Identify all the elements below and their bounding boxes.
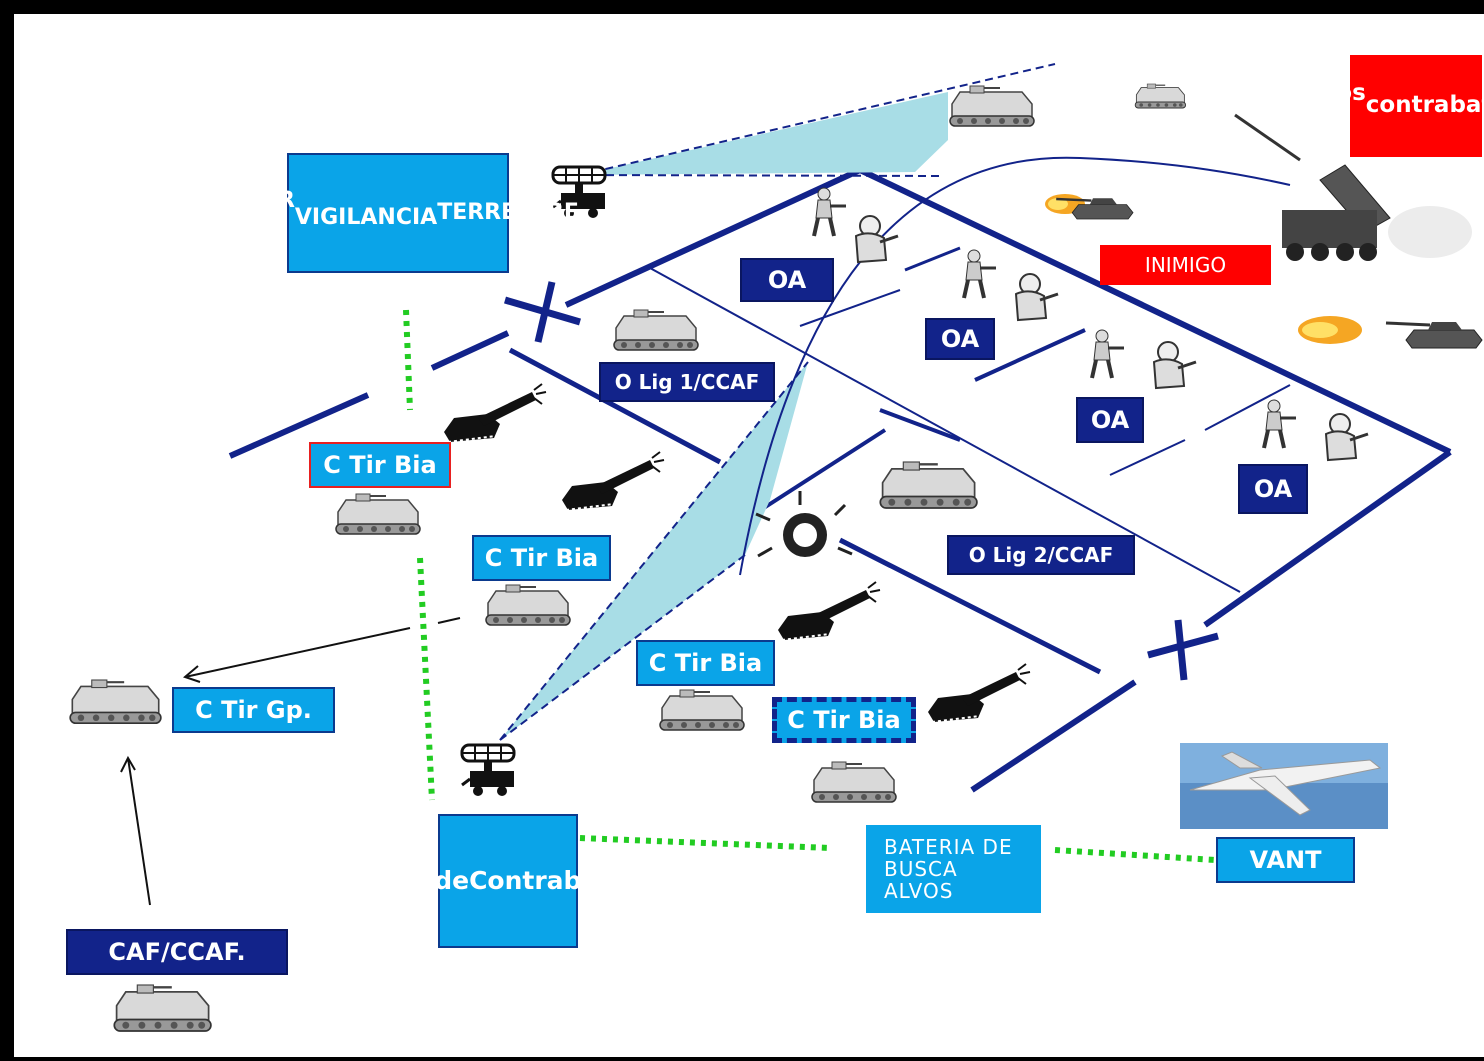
battery-fdc-label: C Tir Bia <box>309 442 451 488</box>
howitzer-icon <box>777 581 881 641</box>
howitzer-icon <box>443 383 547 443</box>
boundary-line <box>228 392 370 459</box>
sector-line <box>974 328 1086 382</box>
sector-line <box>649 267 1241 593</box>
sector-line <box>879 408 961 442</box>
label-line: RADAR DE <box>208 187 295 237</box>
arrow-head <box>182 665 201 683</box>
boundary-x-mark <box>1174 619 1188 681</box>
radar-icon <box>460 743 516 798</box>
sector-line <box>1109 439 1186 476</box>
apc-icon <box>1134 83 1187 109</box>
tank-icon <box>1384 320 1484 350</box>
arrow-line <box>437 617 461 624</box>
observer-label: OA <box>1238 464 1308 514</box>
counterbattery-fire-label: Fogos de contraba teria <box>1289 55 1484 157</box>
label-line: Fogos de <box>1289 79 1366 131</box>
apc-icon <box>335 493 421 535</box>
label-line: contraba <box>1365 92 1482 119</box>
label-line: BATERIA DE <box>884 835 1013 859</box>
radar-coverage-edge <box>579 174 941 177</box>
apc-icon <box>949 85 1035 127</box>
rocket-launcher-icon <box>1234 113 1472 261</box>
label-line: BUSCA <box>884 857 958 881</box>
target-acquisition-battery-label: BATERIA DE BUSCA ALVOS <box>866 825 1041 913</box>
label-line: teria <box>1481 93 1484 119</box>
boundary-line <box>430 330 510 371</box>
caf-ccaf-label: CAF/CCAF. <box>66 929 288 975</box>
observer-label: OA <box>1076 397 1144 443</box>
liaison-officer-1-label: O Lig 1/CCAF <box>599 362 775 402</box>
apc-icon <box>113 983 213 1033</box>
phase-line <box>838 537 1102 675</box>
label-line: ateria <box>581 866 665 896</box>
enemy-label: INIMIGO <box>1100 245 1271 285</box>
apc-icon <box>659 689 745 731</box>
label-line: ALVOS <box>884 879 954 903</box>
arrow-line <box>184 627 411 678</box>
boundary-line <box>970 679 1137 793</box>
surveillance-radar-label: RADAR DE VIGILANCIA TERRESTRE. <box>209 153 587 273</box>
howitzer-icon <box>561 451 665 511</box>
soldier-icon <box>1152 340 1198 390</box>
explosion-icon <box>755 491 853 558</box>
communication-links <box>403 309 1216 863</box>
comm-link <box>417 557 435 801</box>
soldier-icon <box>854 214 900 264</box>
comm-link <box>1054 847 1216 863</box>
comm-link <box>403 309 413 411</box>
label-line: de <box>434 866 470 896</box>
comm-link <box>579 835 831 851</box>
sector-line <box>743 428 887 522</box>
arrow-head <box>120 755 136 773</box>
observer-label: OA <box>925 318 995 360</box>
howitzer-icon <box>927 663 1031 723</box>
soldier-icon <box>962 248 998 300</box>
apc-icon <box>811 761 897 803</box>
observer-label: OA <box>740 258 834 302</box>
arrow-line <box>127 757 151 906</box>
battery-fdc-label: C Tir Bia <box>472 535 611 581</box>
sector-line <box>904 246 961 272</box>
enemy-tank-firing <box>1298 316 1484 350</box>
uav-label: VANT <box>1216 837 1355 883</box>
label-line: Radar <box>351 866 435 896</box>
radar-coverage-edge <box>499 361 809 741</box>
liaison-officer-2-label: O Lig 2/CCAF <box>947 535 1135 575</box>
boundary-line <box>1203 449 1452 628</box>
group-fdc-label: C Tir Gp. <box>172 687 335 733</box>
counterbattery-radar-label: Radar de Contrab ateria <box>351 814 665 948</box>
label-line: Contrab <box>469 866 582 896</box>
soldier-icon <box>812 186 848 238</box>
sector-line <box>799 289 901 327</box>
soldier-icon <box>1090 328 1126 380</box>
battery-fdc-label: C Tir Bia <box>636 640 775 686</box>
enemy-tank-firing <box>1045 194 1135 221</box>
label-line: VIGILANCIA <box>294 204 438 230</box>
apc-icon <box>613 309 699 351</box>
label-line: TERRESTRE. <box>437 199 588 225</box>
trajectory-line <box>739 156 1291 576</box>
apc-icon <box>485 584 571 626</box>
apc-icon <box>69 678 162 725</box>
uav-icon <box>1180 743 1388 829</box>
boundary-x-mark <box>534 281 556 343</box>
sector-line <box>1204 384 1291 431</box>
apc-icon <box>879 460 979 510</box>
battlefield-grid <box>228 167 1452 793</box>
boundary-line <box>858 167 1452 455</box>
soldier-icon <box>1014 272 1060 322</box>
phase-line <box>508 347 722 465</box>
radar-coverage-edge <box>579 63 1056 176</box>
boundary-line <box>564 167 862 308</box>
soldier-icon <box>1262 398 1298 450</box>
soldier-icon <box>1324 412 1370 462</box>
battery-fdc-label: C Tir Bia <box>772 697 916 743</box>
